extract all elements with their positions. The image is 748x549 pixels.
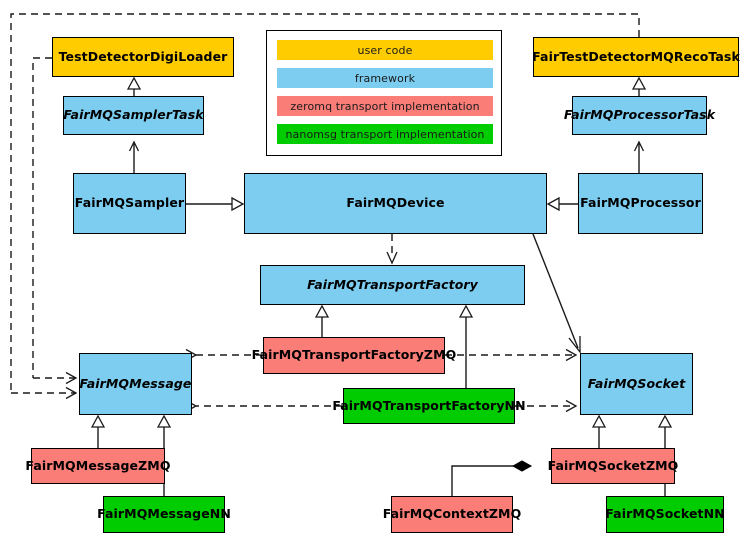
class-node-fairmqcontextzmq[interactable]: FairMQContextZMQ — [383, 496, 521, 533]
legend-item-framework: framework — [277, 68, 493, 88]
class-node-label: FairMQSampler — [74, 195, 185, 211]
legend-label-nanomsg: nanomsg transport implementation — [285, 127, 485, 141]
class-node-label: FairMQMessageNN — [97, 506, 231, 522]
class-node-fairmqsampler[interactable]: FairMQSampler — [73, 173, 186, 234]
class-node-fairmqtransportfactoryzmq[interactable]: FairMQTransportFactoryZMQ — [252, 337, 456, 374]
class-node-fairmqtransportfactory[interactable]: FairMQTransportFactory — [260, 265, 525, 305]
class-node-label: FairMQTransportFactoryNN — [332, 397, 526, 413]
class-node-label: FairMQTransportFactoryZMQ — [251, 347, 457, 363]
class-node-label: FairMQTransportFactory — [307, 276, 478, 292]
class-node-fairmqprocessortask[interactable]: FairMQProcessorTask — [564, 96, 715, 135]
class-node-fairtestdetectormqrecotask[interactable]: FairTestDetectorMQRecoTask — [532, 37, 740, 77]
legend-label-user-code: user code — [357, 43, 413, 57]
edge-contextzmq-to-socketzmq — [451, 460, 533, 496]
class-node-label: FairMQSamplerTask — [63, 107, 204, 123]
class-node-label: FairMQSocketZMQ — [547, 457, 679, 473]
legend-label-framework: framework — [354, 71, 416, 85]
legend-item-user-code: user code — [277, 40, 493, 60]
legend-label-zeromq: zeromq transport implementation — [290, 99, 480, 113]
class-node-label: FairMQSocket — [587, 375, 686, 391]
class-node-label: FairTestDetectorMQRecoTask — [532, 48, 740, 64]
class-node-fairmqsocket[interactable]: FairMQSocket — [580, 353, 693, 415]
class-node-label: FairMQProcessorTask — [563, 107, 716, 123]
class-node-fairmqsocketnn[interactable]: FairMQSocketNN — [605, 496, 725, 533]
class-node-testdetectordigiloader[interactable]: TestDetectorDigiLoader — [52, 37, 234, 77]
legend-item-zeromq: zeromq transport implementation — [277, 96, 493, 116]
class-node-fairmqprocessor[interactable]: FairMQProcessor — [578, 173, 703, 234]
class-node-label: FairMQContextZMQ — [382, 506, 522, 522]
class-node-label: FairMQMessage — [79, 375, 192, 391]
edge-device-to-socket — [532, 233, 579, 349]
class-node-fairmqmessagezmq[interactable]: FairMQMessageZMQ — [25, 448, 170, 484]
class-node-label: FairMQDevice — [346, 195, 445, 211]
class-node-fairmqmessage[interactable]: FairMQMessage — [79, 353, 192, 415]
class-node-label: TestDetectorDigiLoader — [58, 48, 228, 64]
class-node-label: FairMQMessageZMQ — [25, 457, 171, 473]
legend-item-nanomsg: nanomsg transport implementation — [277, 124, 493, 144]
class-node-fairmqsamplertask[interactable]: FairMQSamplerTask — [63, 96, 204, 135]
class-node-fairmqsocketzmq[interactable]: FairMQSocketZMQ — [548, 448, 678, 484]
class-node-fairmqdevice[interactable]: FairMQDevice — [244, 173, 547, 234]
class-node-fairmqtransportfactorynn[interactable]: FairMQTransportFactoryNN — [332, 388, 526, 424]
legend-panel: user code framework zeromq transport imp… — [266, 30, 502, 156]
class-node-label: FairMQProcessor — [580, 195, 701, 211]
class-node-fairmqmessagenn[interactable]: FairMQMessageNN — [97, 496, 231, 533]
class-node-label: FairMQSocketNN — [605, 506, 725, 522]
